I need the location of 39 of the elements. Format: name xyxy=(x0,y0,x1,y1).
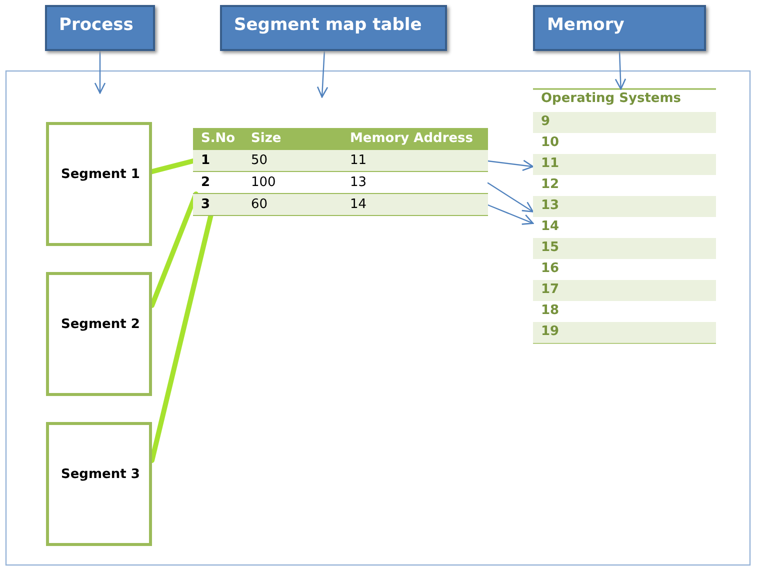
memory-row: 10 xyxy=(533,133,716,154)
memory-row: 17 xyxy=(533,280,716,301)
memory-row: 16 xyxy=(533,259,716,280)
table-cell: 3 xyxy=(201,197,210,212)
arrow xyxy=(316,50,328,98)
arrow xyxy=(94,50,106,94)
arrow xyxy=(614,50,626,90)
table-row xyxy=(193,128,488,150)
arrow xyxy=(487,204,534,225)
memory-row: 19 xyxy=(533,322,716,343)
table-row xyxy=(193,194,488,216)
memory-row: 18 xyxy=(533,301,716,322)
segment-box: Segment 2 xyxy=(46,272,152,396)
column-header: S.No xyxy=(201,131,236,146)
column-header: Size xyxy=(251,131,282,146)
table-cell: 50 xyxy=(251,153,268,168)
arrow xyxy=(487,160,534,171)
table-row xyxy=(193,150,488,172)
table-cell: 60 xyxy=(251,197,268,212)
table-cell: 11 xyxy=(350,153,367,168)
arrow xyxy=(487,182,534,212)
segment-box: Segment 1 xyxy=(46,122,152,246)
segment-box: Segment 3 xyxy=(46,422,152,546)
table-cell: 2 xyxy=(201,175,210,190)
memory-row: 15 xyxy=(533,238,716,259)
table-cell: 14 xyxy=(350,197,367,212)
memory-row: 13 xyxy=(533,196,716,217)
table-cell: 13 xyxy=(350,175,367,190)
table-cell: 100 xyxy=(251,175,276,190)
memory-row: 12 xyxy=(533,175,716,196)
table-cell: 1 xyxy=(201,153,210,168)
title-box: Memory xyxy=(533,5,706,51)
memory-row: 11 xyxy=(533,154,716,175)
title-box: Process xyxy=(45,5,155,51)
memory-row: 9 xyxy=(533,112,716,133)
column-header: Memory Address xyxy=(350,131,474,146)
table-header: Operating Systems xyxy=(533,89,716,112)
title-box: Segment map table xyxy=(220,5,447,51)
memory-row: 14 xyxy=(533,217,716,238)
